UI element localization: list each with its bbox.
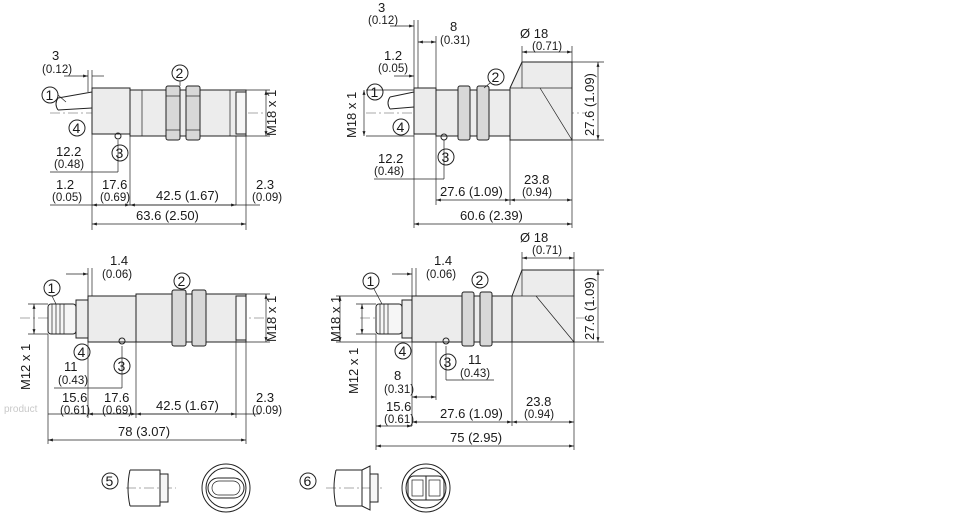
bl-callout-3: 3 <box>118 358 126 374</box>
br-callout-4: 4 <box>399 343 407 359</box>
tr-d8: 8 <box>450 19 457 34</box>
br-callout-2: 2 <box>476 272 484 288</box>
br-d18: Ø 18 <box>520 230 548 245</box>
bl-d78: 78 (3.07) <box>118 424 170 439</box>
br-d18-inch: (0.71) <box>532 245 562 257</box>
sensor-angle-cable: Ø 18 (0.71) 27.6 (1.09) M18 x 1 3 (0.12)… <box>344 0 604 228</box>
tr-d276v: 27.6 (1.09) <box>582 73 597 136</box>
br-d11: 11 <box>468 352 482 367</box>
tr-callout-2: 2 <box>492 69 500 85</box>
detail-callout-6: 6 <box>304 473 312 489</box>
bl-d14-inch: (0.06) <box>102 269 132 281</box>
br-d156-inch: (0.61) <box>384 414 414 426</box>
tr-m18: M18 x 1 <box>344 92 359 138</box>
br-d156: 15.6 <box>386 399 411 414</box>
br-d8: 8 <box>394 368 401 383</box>
br-d11-inch: (0.43) <box>460 368 490 380</box>
bl-d14: 1.4 <box>110 253 128 268</box>
sensor-straight-cable: M18 x 1 3 (0.12) 12.2 (0.48) 1.2 (0.05) … <box>41 48 282 230</box>
tr-callout-3: 3 <box>442 149 450 165</box>
br-m12: M12 x 1 <box>346 348 361 394</box>
tr-d12: 1.2 <box>384 48 402 63</box>
tl-d3-inch: (0.12) <box>42 64 72 76</box>
tl-callout-3: 3 <box>116 145 124 161</box>
br-d238-inch: (0.94) <box>524 409 554 421</box>
sensor-straight-connector: M18 x 1 M12 x 1 1.4 (0.06) 11 (0.43) 15.… <box>18 253 282 444</box>
br-d276v: 27.6 (1.09) <box>582 277 597 340</box>
tl-d636: 63.6 (2.50) <box>136 208 199 223</box>
br-d8-inch: (0.31) <box>384 384 414 396</box>
br-callout-1: 1 <box>367 273 375 289</box>
tl-d23-inch: (0.09) <box>252 192 282 204</box>
tl-callout-4: 4 <box>73 120 81 136</box>
tl-d3: 3 <box>52 48 59 63</box>
bl-d23-inch: (0.09) <box>252 405 282 417</box>
tl-d12-inch: (0.05) <box>52 192 82 204</box>
tr-d122: 12.2 <box>378 151 403 166</box>
tr-d3-inch: (0.12) <box>368 15 398 27</box>
br-d14-inch: (0.06) <box>426 269 456 281</box>
bl-d11: 11 <box>64 359 78 374</box>
detail-5-lens: 5 <box>101 463 251 513</box>
tl-d23: 2.3 <box>256 177 274 192</box>
tr-d8-inch: (0.31) <box>440 35 470 47</box>
bl-d11-inch: (0.43) <box>58 375 88 387</box>
tr-d276: 27.6 (1.09) <box>440 184 503 199</box>
tr-d18: Ø 18 <box>520 26 548 41</box>
tl-callout-2: 2 <box>176 65 184 81</box>
tr-d3: 3 <box>378 0 385 15</box>
tl-d122: 12.2 <box>56 144 81 159</box>
bl-d176-inch: (0.69) <box>102 405 132 417</box>
tr-d12-inch: (0.05) <box>378 63 408 75</box>
tl-d176-inch: (0.69) <box>100 192 130 204</box>
detail-6-lens: 6 <box>299 463 451 513</box>
br-d75: 75 (2.95) <box>450 430 502 445</box>
br-d276: 27.6 (1.09) <box>440 406 503 421</box>
tr-callout-4: 4 <box>397 119 405 135</box>
watermark: product <box>4 404 38 415</box>
bl-m12: M12 x 1 <box>18 344 33 390</box>
bl-d156: 15.6 <box>62 390 87 405</box>
bl-d23: 2.3 <box>256 390 274 405</box>
tl-d12: 1.2 <box>56 177 74 192</box>
br-d238: 23.8 <box>526 394 551 409</box>
tl-callout-1: 1 <box>46 87 54 103</box>
br-callout-3: 3 <box>444 354 452 370</box>
tr-d18-inch: (0.71) <box>532 41 562 53</box>
bl-callout-1: 1 <box>48 280 56 296</box>
tr-d606: 60.6 (2.39) <box>460 208 523 223</box>
tr-d238: 23.8 <box>524 172 549 187</box>
br-m18: M18 x 1 <box>328 296 343 342</box>
bl-d156-inch: (0.61) <box>60 405 90 417</box>
tl-d425: 42.5 (1.67) <box>156 188 219 203</box>
tr-callout-1: 1 <box>371 84 379 100</box>
tl-d176: 17.6 <box>102 177 127 192</box>
bl-callout-4: 4 <box>78 344 86 360</box>
tr-d238-inch: (0.94) <box>522 187 552 199</box>
tr-d122-inch: (0.48) <box>374 166 404 178</box>
tl-d122-inch: (0.48) <box>54 159 84 171</box>
bl-d176: 17.6 <box>104 390 129 405</box>
tl-m18: M18 x 1 <box>264 90 279 136</box>
detail-callout-5: 5 <box>106 473 114 489</box>
bl-callout-2: 2 <box>178 273 186 289</box>
bl-m18: M18 x 1 <box>264 296 279 342</box>
sensor-angle-connector: Ø 18 (0.71) 27.6 (1.09) M18 x 1 M12 x 1 … <box>328 230 604 450</box>
bl-d425: 42.5 (1.67) <box>156 398 219 413</box>
br-d14: 1.4 <box>434 253 452 268</box>
